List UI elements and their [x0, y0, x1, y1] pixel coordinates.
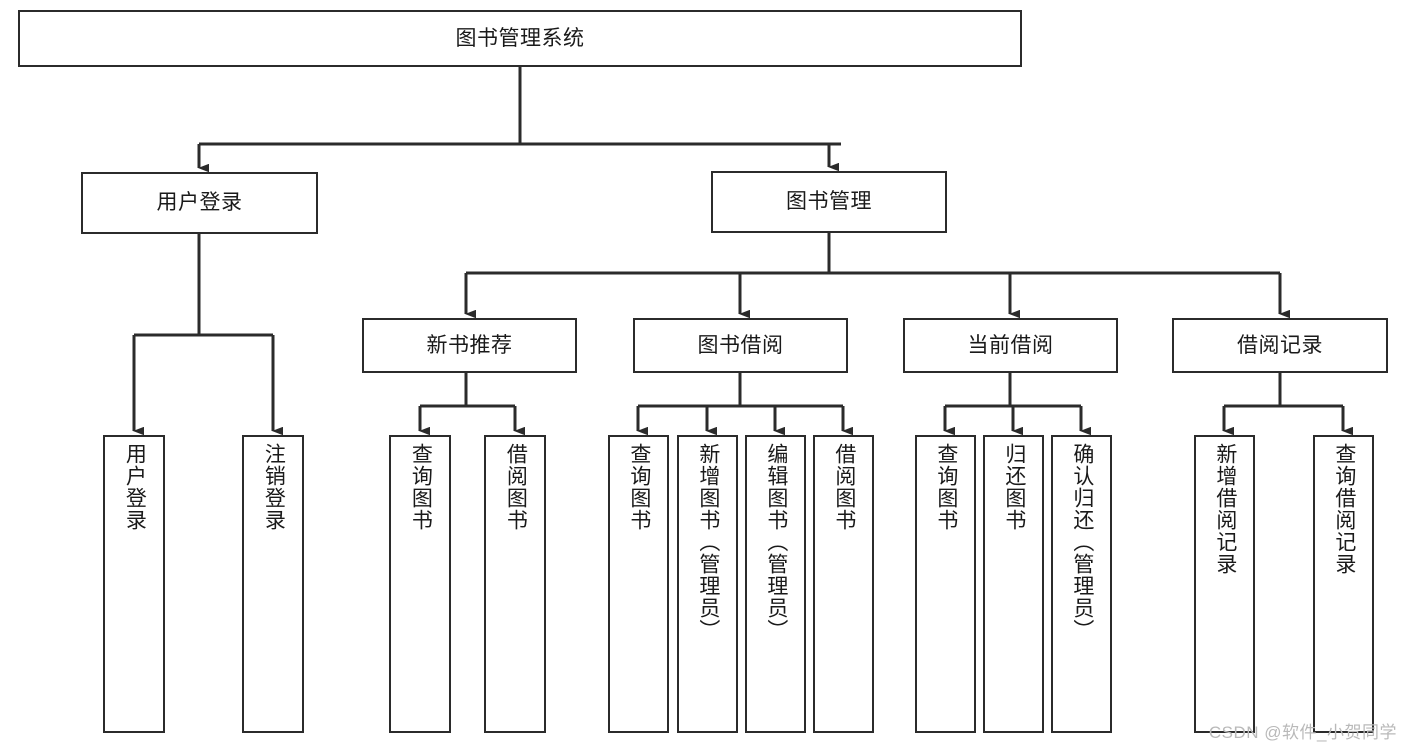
node-new-book-recommend[interactable]: 新书推荐 — [362, 318, 577, 373]
node-user-login[interactable]: 用户登录 — [81, 172, 318, 234]
node-new-book-recommend-label: 新书推荐 — [426, 333, 513, 357]
node-borrow-record[interactable]: 借阅记录 — [1172, 318, 1388, 373]
node-root-label: 图书管理系统 — [455, 26, 585, 50]
leaf-lend-book[interactable]: 借阅图书 — [813, 435, 874, 733]
leaf-query-book-borrow-label: 查询图书 — [627, 443, 651, 531]
node-current-borrow[interactable]: 当前借阅 — [903, 318, 1118, 373]
node-book-borrow-label: 图书借阅 — [697, 333, 784, 357]
leaf-user-logout-label: 注销登录 — [262, 443, 286, 531]
leaf-lend-book-label: 借阅图书 — [832, 443, 856, 531]
leaf-add-book-admin-label: 新增图书（管理员） — [696, 443, 720, 641]
leaf-query-book-borrow[interactable]: 查询图书 — [608, 435, 669, 733]
leaf-return-book[interactable]: 归还图书 — [983, 435, 1044, 733]
node-current-borrow-label: 当前借阅 — [967, 333, 1054, 357]
leaf-edit-book-admin[interactable]: 编辑图书（管理员） — [745, 435, 806, 733]
leaf-add-borrow-record[interactable]: 新增借阅记录 — [1194, 435, 1255, 733]
leaf-add-book-admin[interactable]: 新增图书（管理员） — [677, 435, 738, 733]
leaf-query-book-current-label: 查询图书 — [934, 443, 958, 531]
leaf-query-borrow-record[interactable]: 查询借阅记录 — [1313, 435, 1374, 733]
node-borrow-record-label: 借阅记录 — [1237, 333, 1323, 357]
leaf-query-book-recommend-label: 查询图书 — [409, 443, 433, 531]
csdn-watermark: CSDN @软件_小贺同学 — [1208, 723, 1397, 742]
leaf-confirm-return-admin[interactable]: 确认归还（管理员） — [1051, 435, 1112, 733]
leaf-user-login-label: 用户登录 — [123, 443, 147, 531]
leaf-borrow-book-recommend-label: 借阅图书 — [504, 443, 528, 531]
leaf-edit-book-admin-label: 编辑图书（管理员） — [764, 443, 788, 641]
leaf-user-login[interactable]: 用户登录 — [103, 435, 165, 733]
leaf-add-borrow-record-label: 新增借阅记录 — [1213, 443, 1237, 575]
leaf-borrow-book-recommend[interactable]: 借阅图书 — [484, 435, 546, 733]
leaf-query-book-current[interactable]: 查询图书 — [915, 435, 976, 733]
leaf-return-book-label: 归还图书 — [1002, 443, 1026, 531]
leaf-confirm-return-admin-label: 确认归还（管理员） — [1070, 443, 1094, 641]
leaf-user-logout[interactable]: 注销登录 — [242, 435, 304, 733]
node-book-management[interactable]: 图书管理 — [711, 171, 947, 233]
node-book-management-label: 图书管理 — [786, 190, 872, 214]
node-user-login-label: 用户登录 — [156, 191, 243, 215]
node-root[interactable]: 图书管理系统 — [18, 10, 1022, 67]
leaf-query-borrow-record-label: 查询借阅记录 — [1332, 443, 1356, 575]
leaf-query-book-recommend[interactable]: 查询图书 — [389, 435, 451, 733]
node-book-borrow[interactable]: 图书借阅 — [633, 318, 848, 373]
